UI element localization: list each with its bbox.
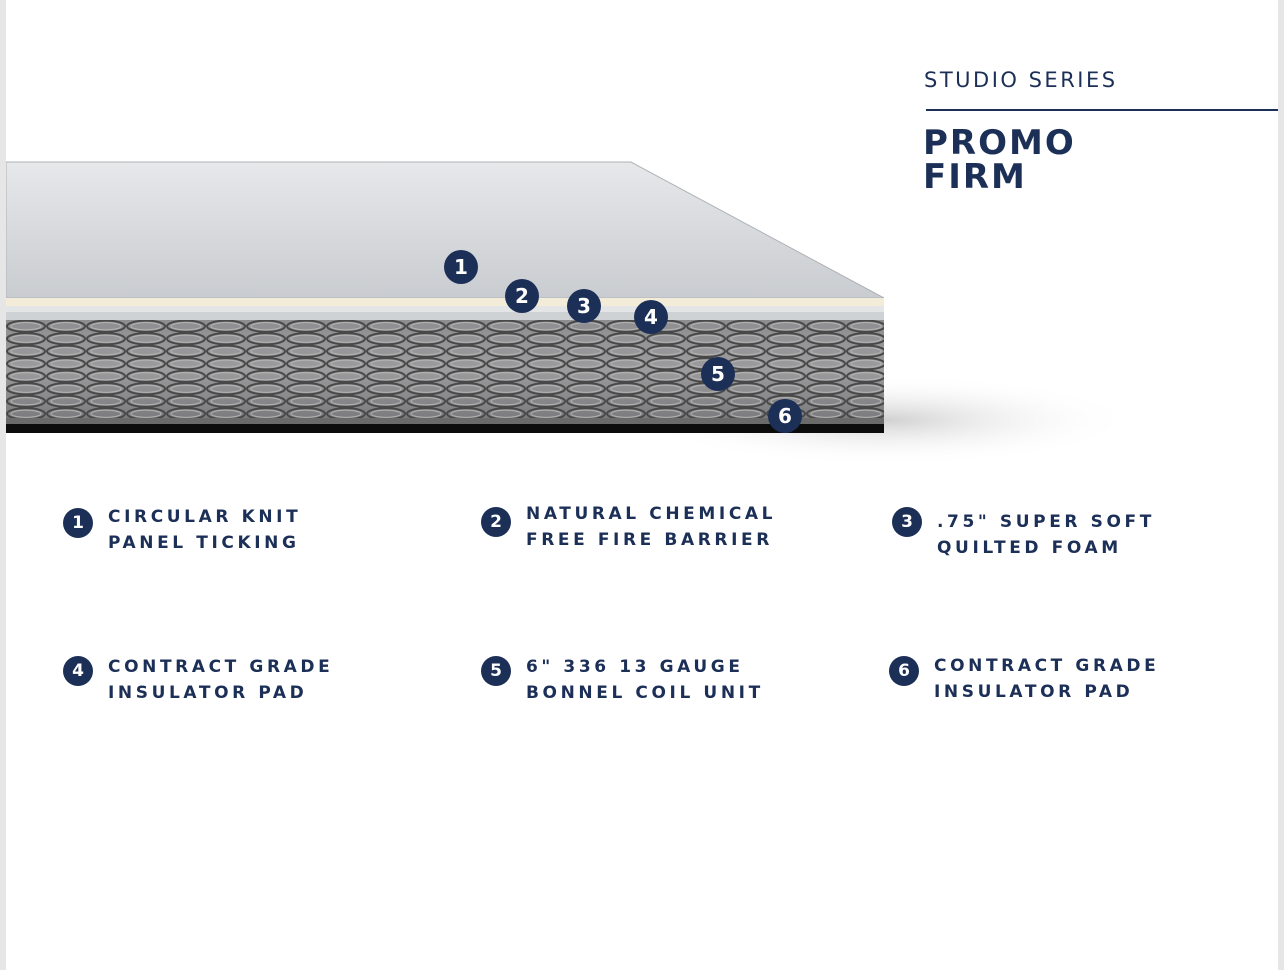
insulator-pad-top	[6, 312, 884, 320]
feature-5-line1: 6" 336 13 GAUGE	[526, 657, 744, 677]
feature-5-line2: BONNEL COIL UNIT	[526, 683, 764, 703]
feature-3-line1: .75" SUPER SOFT	[937, 512, 1155, 532]
marker-3: 3	[567, 289, 601, 323]
marker-4: 4	[634, 300, 668, 334]
feature-4-number: 4	[63, 656, 93, 686]
product-title: PROMO FIRM	[923, 126, 1076, 194]
mattress-top	[6, 161, 885, 299]
feature-5-number: 5	[481, 656, 511, 686]
marker-3-label: 3	[577, 294, 591, 318]
feature-2-line2: FREE FIRE BARRIER	[526, 530, 773, 550]
marker-2: 2	[505, 279, 539, 313]
feature-6-line2: INSULATOR PAD	[934, 682, 1134, 702]
feature-4-line1: CONTRACT GRADE	[108, 657, 334, 677]
marker-6: 6	[768, 399, 802, 433]
feature-6-line1: CONTRACT GRADE	[934, 656, 1160, 676]
series-label: STUDIO SERIES	[924, 68, 1118, 92]
marker-1-label: 1	[454, 255, 468, 279]
marker-2-label: 2	[515, 284, 529, 308]
divider	[926, 109, 1278, 111]
marker-4-label: 4	[644, 305, 658, 329]
marker-6-label: 6	[778, 404, 792, 428]
product-title-line2: FIRM	[923, 157, 1027, 197]
feature-1-line2: PANEL TICKING	[108, 533, 300, 553]
feature-2-line1: NATURAL CHEMICAL	[526, 504, 777, 524]
marker-5-label: 5	[711, 362, 725, 386]
coil-unit	[6, 320, 884, 418]
feature-1-number: 1	[63, 508, 93, 538]
feature-3-number: 3	[892, 507, 922, 537]
feature-1-line1: CIRCULAR KNIT	[108, 507, 302, 527]
feature-3-line2: QUILTED FOAM	[937, 538, 1122, 558]
mattress-base	[6, 424, 884, 433]
feature-6-number: 6	[889, 656, 919, 686]
product-title-line1: PROMO	[923, 123, 1076, 163]
mattress-illustration: 1 2 3 4 5 6	[6, 161, 1136, 465]
feature-4-line2: INSULATOR PAD	[108, 683, 308, 703]
quilted-foam-layer	[6, 306, 884, 312]
marker-1: 1	[444, 250, 478, 284]
marker-5: 5	[701, 357, 735, 391]
fire-barrier-layer	[6, 298, 884, 306]
spec-sheet: STUDIO SERIES PROMO FIRM	[6, 0, 1278, 970]
insulator-pad-bottom	[6, 418, 884, 424]
feature-2-number: 2	[481, 507, 511, 537]
